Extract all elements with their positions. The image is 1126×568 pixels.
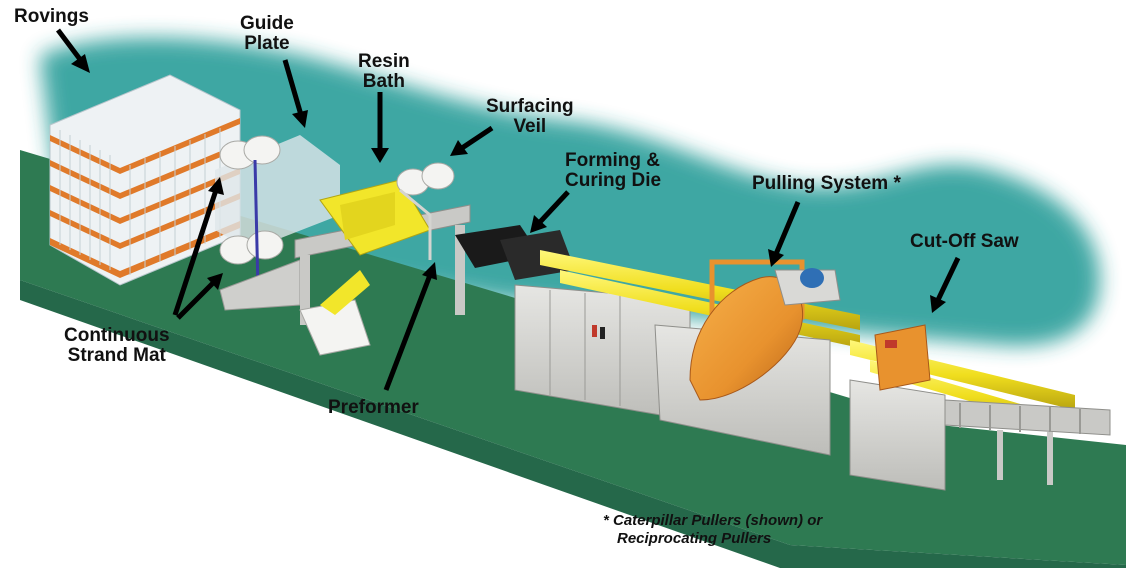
label-forming-curing-die: Forming & Curing Die: [565, 151, 661, 191]
label-pulling-system: Pulling System *: [752, 173, 901, 194]
label-forming-curing-die-line2: Curing Die: [565, 170, 662, 191]
footnote-line2: Reciprocating Pullers: [617, 530, 772, 547]
forming-curing-die: [455, 225, 575, 280]
arrow-rovings: [56, 28, 90, 73]
label-continuous-strand-mat-line1: Continuous: [64, 325, 170, 346]
resin-bath-station: [294, 179, 471, 356]
label-resin-bath: Resin Bath: [358, 52, 410, 92]
label-surfacing-veil: Surfacing Veil: [486, 97, 574, 137]
footnote: * Caterpillar Pullers (shown) or Recipro…: [603, 512, 822, 548]
rovings-creel: [49, 74, 241, 286]
label-cut-off-saw: Cut-Off Saw: [910, 231, 1019, 252]
arrow-mat-upper: [172, 177, 224, 316]
arrow-forming-die: [530, 190, 570, 233]
cut-off-saw: [849, 324, 946, 491]
label-guide-plate-line1: Guide: [240, 13, 294, 34]
arrow-cut-off-saw: [930, 256, 961, 313]
label-guide-plate: Guide Plate: [240, 14, 294, 54]
arrows: [56, 28, 961, 391]
footnote-line1: * Caterpillar Pullers (shown) or: [603, 512, 823, 529]
label-surfacing-veil-line1: Surfacing: [486, 96, 574, 117]
pulling-system: [654, 259, 841, 456]
arrow-preformer: [383, 262, 437, 391]
label-surfacing-veil-line2: Veil: [513, 116, 547, 137]
surfacing-veil-spools: [396, 162, 455, 260]
label-forming-curing-die-line1: Forming &: [565, 150, 660, 171]
label-continuous-strand-mat: Continuous Strand Mat: [64, 326, 170, 366]
arrow-guide-plate: [282, 59, 308, 128]
arrow-mat-lower: [176, 273, 223, 320]
label-resin-bath-line1: Resin: [358, 51, 410, 72]
label-preformer: Preformer: [328, 397, 419, 418]
label-continuous-strand-mat-line2: Strand Mat: [67, 345, 166, 366]
label-resin-bath-line2: Bath: [362, 71, 405, 92]
arrow-resin-bath: [371, 92, 389, 163]
arrow-surfacing-veil: [450, 125, 494, 156]
roller-table: [944, 399, 1111, 485]
label-rovings: Rovings: [14, 6, 89, 27]
guide-plate-spools: [215, 135, 340, 311]
arrow-pulling-system: [768, 201, 801, 267]
label-guide-plate-line2: Plate: [244, 33, 290, 54]
